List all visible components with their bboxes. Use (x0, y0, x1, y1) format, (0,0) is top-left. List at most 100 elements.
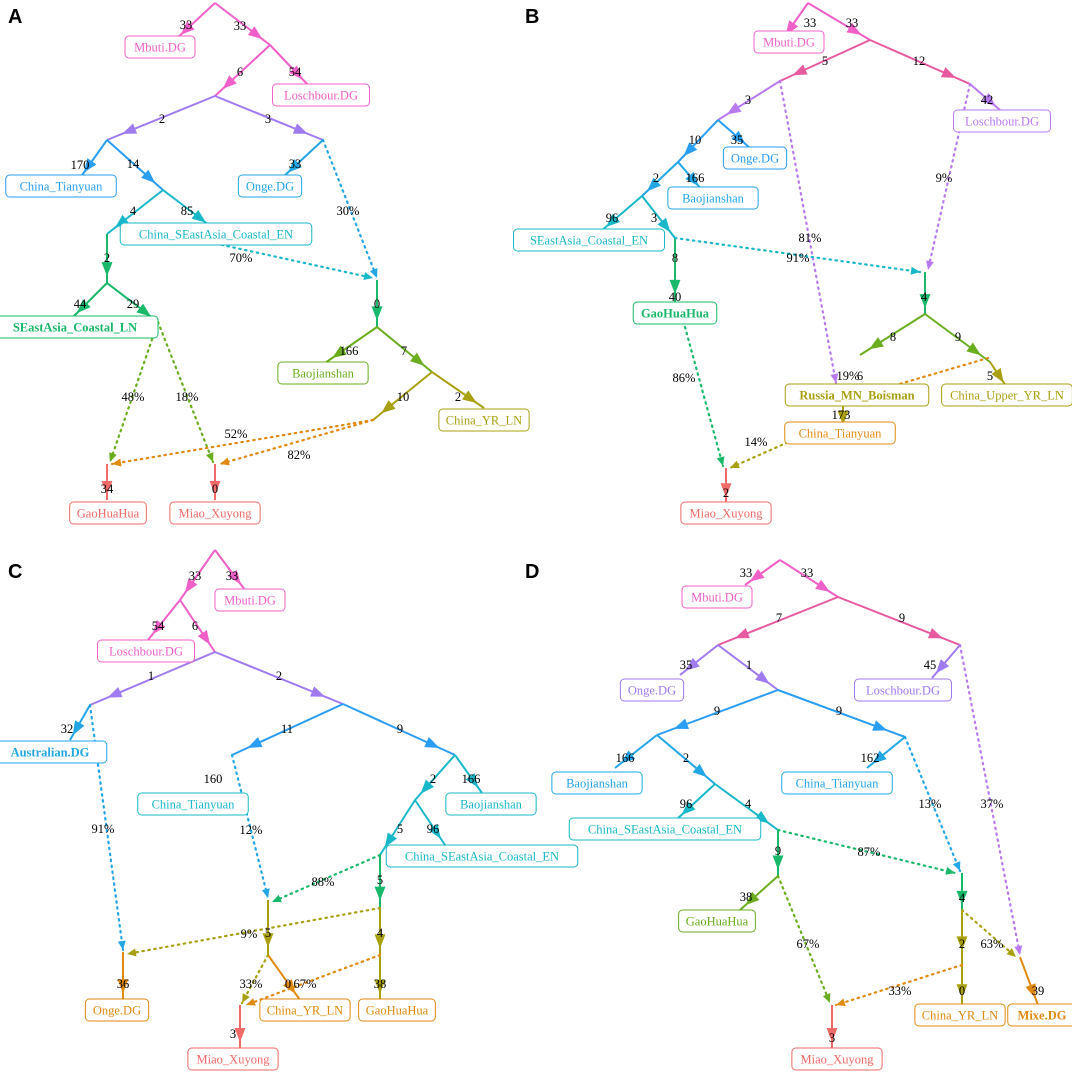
population-node-box (259, 998, 351, 1022)
edge-label: 63% (981, 937, 1004, 951)
d-n7-seaen-arrowhead (681, 801, 696, 815)
edge-label: 1 (148, 669, 154, 683)
edge-label: 8 (890, 330, 896, 344)
d-n9-gao-arrowhead (745, 891, 760, 906)
population-node-label: Miao_Xuyong (690, 507, 764, 521)
edge-label: 4 (130, 204, 137, 218)
population-node-box (784, 421, 896, 445)
d-n2-onge-arrowhead (685, 657, 700, 671)
b-n5-baoj-arrowhead (685, 171, 699, 187)
a-adm1-n8-arrowhead (371, 306, 383, 321)
population-node-label: Onge.DG (731, 152, 779, 166)
edge-label: 12% (240, 823, 263, 837)
a-n2-n3-arrowhead (122, 123, 138, 134)
c-adm3-miao-arrowhead (234, 1027, 246, 1042)
population-node-label: China_Tianyuan (20, 180, 104, 194)
edge-label: 6 (857, 369, 863, 383)
d-n4-n5-arrowhead (673, 718, 689, 729)
b-tian-miao-admixture-arrowhead (730, 460, 740, 468)
edge-label: 166 (686, 171, 705, 185)
population-node-label: China_Tianyuan (799, 427, 883, 441)
b-n7-adm1-admixture-edge (673, 236, 922, 274)
c-n11-yrln-arrowhead (282, 979, 296, 994)
population-node-label: Mbuti.DG (224, 594, 276, 608)
edge-label: 37% (981, 797, 1004, 811)
edge-label: 2 (430, 772, 436, 786)
edge-label: 8 (672, 251, 678, 265)
population-node-label: China_SEastAsia_Coastal_EN (405, 850, 559, 864)
population-node-box (551, 771, 643, 795)
edge-label: 10 (397, 390, 410, 404)
population-node-label: China_SEastAsia_Coastal_EN (139, 228, 293, 242)
a-x29-miao-admixture-arrowhead (205, 452, 214, 462)
population-node-label: Onge.DG (246, 180, 294, 194)
edge-label: 3 (829, 1031, 835, 1045)
edge-label: 33 (234, 19, 247, 33)
population-node-box (953, 109, 1051, 133)
population-node-label: GaoHuaHua (366, 1004, 429, 1018)
b-n9-tian-admixture-edge (843, 356, 990, 402)
edge-label: 33 (804, 16, 817, 30)
c-n8-n9-arrowhead (374, 886, 386, 901)
c-n9-adm1-admixture-arrowhead (127, 948, 137, 957)
b-gao-miao-admixture-arrowhead (716, 456, 725, 466)
a-root-mbuti-arrowhead (180, 21, 195, 35)
edge-label: 67% (294, 977, 317, 991)
a-n2-n4-arrowhead (292, 123, 308, 134)
edge-label: 2 (104, 251, 110, 265)
population-node-label: SEastAsia_Coastal_LN (13, 321, 137, 335)
population-node-box (169, 501, 261, 525)
edge-label: 96 (680, 797, 693, 811)
edge-label: 33% (240, 977, 263, 991)
population-node-label: China_Tianyuan (152, 798, 236, 812)
edge-label: 9 (955, 330, 961, 344)
d-n4-n6-arrowhead (872, 720, 888, 731)
population-node-box (914, 1003, 1006, 1027)
population-node-box (237, 174, 303, 198)
edge-label: 4 (959, 891, 966, 905)
population-node-box (445, 792, 537, 816)
edge-label: 7 (776, 611, 782, 625)
edge-label: 9 (714, 704, 720, 718)
population-node-box (0, 740, 108, 764)
edge-label: 5 (377, 873, 383, 887)
b-n4-onge-arrowhead (731, 130, 746, 145)
edge-label: 0 (212, 482, 218, 496)
population-node-box (681, 585, 753, 609)
edge-label: 173 (832, 408, 851, 422)
edge-label: 166 (616, 751, 635, 765)
a-n7-x29-arrowhead (136, 303, 151, 317)
edge-label: 4 (921, 290, 928, 304)
population-node-label: Russia_MN_Boisman (799, 389, 914, 403)
population-node-box (941, 383, 1072, 407)
b-n1-n3-arrowhead (940, 67, 956, 78)
a-n4-adm1-admixture-arrowhead (369, 268, 378, 278)
population-node-label: China_YR_LN (922, 1009, 998, 1023)
population-node-box (680, 501, 772, 525)
b-n3-losch-arrowhead (981, 93, 996, 107)
edge-label: 6 (237, 65, 243, 79)
edge-label: 19% (837, 369, 860, 383)
population-node-label: GaoHuaHua (77, 507, 140, 521)
d-n6-tian-arrowhead (872, 750, 887, 764)
population-node-box (791, 1047, 883, 1071)
population-node-label: China_SEastAsia_Coastal_EN (588, 823, 742, 837)
population-node-label: Onge.DG (93, 1004, 141, 1018)
d-root-n1-arrowhead (815, 579, 830, 592)
b-adm-miao-arrowhead (720, 483, 732, 498)
population-node-box (619, 678, 685, 702)
population-node-box (124, 35, 196, 59)
edge-label: 162 (861, 751, 880, 765)
c-n3-aus-arrowhead (72, 720, 85, 736)
a-n3-tian-arrowhead (83, 158, 97, 173)
population-node-label: Baojianshan (292, 367, 355, 381)
c-n4-n5-arrowhead (247, 737, 263, 748)
population-node-box (513, 228, 665, 252)
edge-label: 2 (959, 937, 965, 951)
b-n6-n7-arrowhead (657, 217, 671, 233)
edge-label: 33 (740, 566, 753, 580)
d-n8-adm1-admixture-edge (776, 828, 957, 875)
a-x29-gao-admixture-edge (108, 320, 160, 464)
b-n8-bois-arrowhead (869, 337, 884, 350)
edge-label: 33 (226, 569, 239, 583)
